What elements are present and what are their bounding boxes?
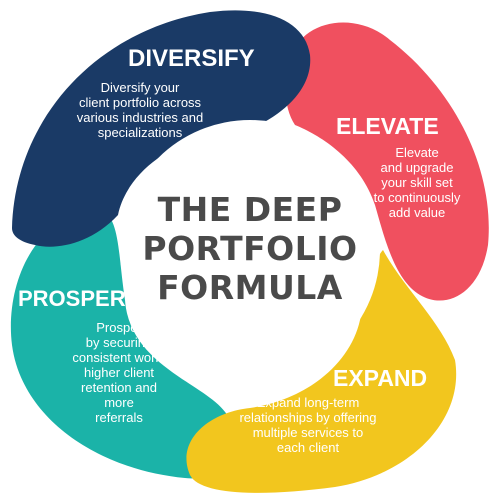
segment-prosper-shape bbox=[10, 210, 237, 479]
segment-prosper-description: Prosper by securing consistent work, hig… bbox=[72, 320, 166, 425]
segment-expand-shape bbox=[186, 250, 457, 493]
segment-diversify-label: DIVERSIFY bbox=[128, 45, 255, 72]
diagram-title: THE DEEP PORTFOLIO FORMULA bbox=[142, 190, 358, 307]
segment-expand-label: EXPAND bbox=[333, 365, 428, 391]
segment-elevate-shape bbox=[285, 22, 489, 301]
segment-prosper-label: PROSPER bbox=[18, 286, 126, 311]
segment-diversify-description: Diversify your client portfolio across v… bbox=[76, 80, 204, 140]
segment-diversify-shape bbox=[12, 10, 311, 247]
center-circle bbox=[120, 120, 380, 380]
segment-elevate-label: ELEVATE bbox=[336, 113, 439, 139]
segment-expand-description: Expand long-term relationships by offeri… bbox=[239, 395, 377, 455]
segment-elevate-description: Elevate and upgrade your skill set to co… bbox=[373, 145, 461, 220]
